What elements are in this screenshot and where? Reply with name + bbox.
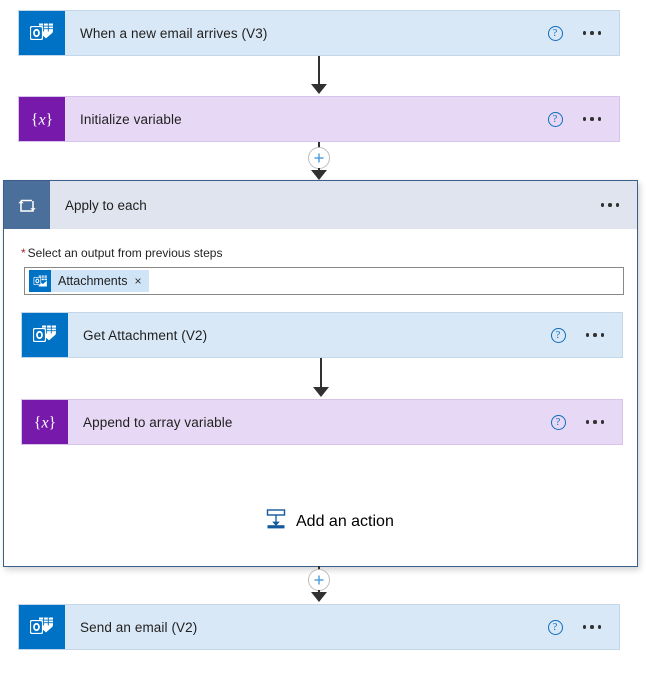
token-attachments[interactable]: Attachments × [29,270,149,292]
card-actions [600,181,638,229]
plus-icon [314,153,324,163]
help-icon[interactable]: ? [547,619,563,635]
connector-line [320,358,322,394]
connector-arrow [311,84,327,94]
help-icon[interactable]: ? [547,25,563,41]
action-card-get-attachment[interactable]: Get Attachment (V2) ? [21,312,623,358]
ellipsis-icon[interactable] [582,31,601,35]
loop-icon [4,181,50,229]
action-card-send-an-email[interactable]: Send an email (V2) ? [18,604,620,650]
action-card-initialize-variable[interactable]: {x} Initialize variable ? [18,96,620,142]
help-icon[interactable]: ? [550,327,566,343]
scope-apply-to-each[interactable]: Apply to each *Select an output from pre… [3,180,638,567]
card-actions: ? [550,313,623,357]
close-icon[interactable]: × [134,274,142,288]
help-icon[interactable]: ? [547,111,563,127]
card-actions: ? [550,400,623,444]
required-marker: * [21,246,26,260]
action-card-trigger[interactable]: When a new email arrives (V3) ? [18,10,620,56]
help-icon[interactable]: ? [550,414,566,430]
connector-arrow [313,387,329,397]
action-title: Append to array variable [83,414,233,430]
outlook-icon [19,11,65,55]
field-label-text: Select an output from previous steps [27,246,223,260]
add-action-icon [265,508,287,535]
outlook-icon [19,605,65,649]
variable-icon: {x} [22,400,68,444]
select-output-input[interactable]: Attachments × [24,267,624,295]
insert-step-button[interactable] [308,147,330,169]
action-card-append-to-array[interactable]: {x} Append to array variable ? [21,399,623,445]
svg-text:{x}: {x} [31,112,53,129]
connector-arrow [311,592,327,602]
action-title: Get Attachment (V2) [83,327,208,343]
field-label: *Select an output from previous steps [21,246,222,260]
action-title: Send an email (V2) [80,619,198,635]
card-actions: ? [547,605,620,649]
outlook-icon [22,313,68,357]
ellipsis-icon[interactable] [585,333,604,337]
variable-icon: {x} [19,97,65,141]
add-an-action-link[interactable]: Add an action [265,508,394,535]
outlook-icon [29,270,51,292]
connector-arrow [311,170,327,180]
card-actions: ? [547,97,620,141]
ellipsis-icon[interactable] [582,117,601,121]
svg-text:{x}: {x} [34,415,56,432]
token-label: Attachments [58,274,128,288]
action-title: When a new email arrives (V3) [80,25,268,41]
ellipsis-icon[interactable] [582,625,601,629]
card-actions: ? [547,11,620,55]
scope-body: *Select an output from previous steps [4,229,637,566]
action-title: Initialize variable [80,111,182,127]
scope-header[interactable]: Apply to each [4,181,637,229]
connector-line [318,56,320,91]
connector-line [318,142,320,149]
insert-step-button[interactable] [308,569,330,591]
ellipsis-icon[interactable] [585,420,604,424]
add-an-action-label: Add an action [296,512,394,530]
scope-title: Apply to each [65,197,147,213]
ellipsis-icon[interactable] [600,203,619,207]
plus-icon [314,575,324,585]
